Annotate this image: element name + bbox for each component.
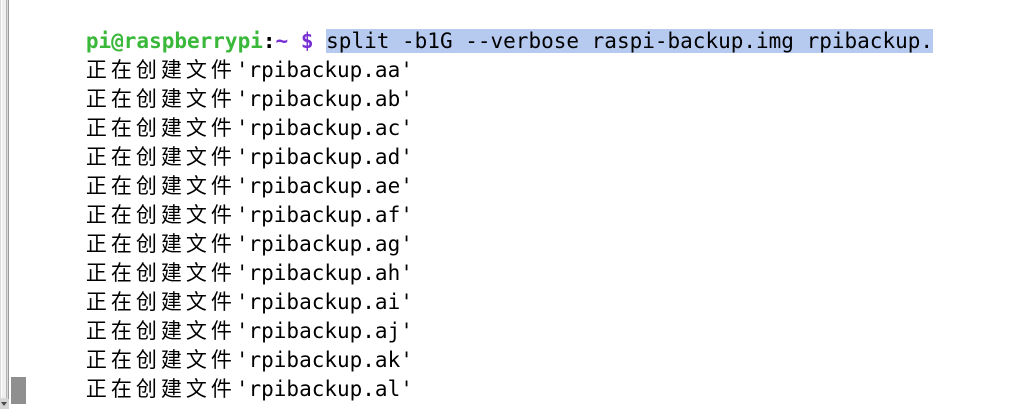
prompt-separator: : [262, 29, 276, 53]
output-line-filename: 'rpibackup.ak' [235, 348, 413, 372]
output-line: 正在创建文件'rpibackup.ad' [10, 114, 413, 169]
terminal-screen[interactable]: pi@raspberrypi:~ $ split -b1G --verbose … [10, 0, 1015, 409]
output-line-filename: 'rpibackup.ab' [235, 87, 413, 111]
command-text[interactable]: split -b1G --verbose raspi-backup.img rp… [326, 29, 934, 53]
output-line-filename: 'rpibackup.al' [235, 377, 413, 401]
output-line-prefix: 正在创建文件 [85, 116, 236, 140]
output-line-prefix: 正在创建文件 [85, 145, 236, 169]
output-line: 正在创建文件'rpibackup.ag' [10, 201, 413, 256]
output-line: 正在创建文件'rpibackup.al' [10, 346, 413, 401]
output-line-prefix: 正在创建文件 [85, 290, 236, 314]
output-line: 正在创建文件'rpibackup.ab' [10, 56, 413, 111]
output-line-prefix: 正在创建文件 [85, 232, 236, 256]
output-line: 正在创建文件'rpibackup.aj' [10, 288, 413, 343]
output-line-prefix: 正在创建文件 [85, 377, 236, 401]
prompt-line: pi@raspberrypi:~ $ split -b1G --verbose … [10, 0, 934, 53]
scrollbar-thumb[interactable] [1, 0, 7, 398]
output-line: 正在创建文件'rpibackup.af' [10, 172, 413, 227]
scroll-down-arrow-icon[interactable] [0, 399, 9, 409]
output-line: 正在创建文件'rpibackup.ak' [10, 317, 413, 372]
output-line-filename: 'rpibackup.aj' [235, 319, 413, 343]
output-line: 正在创建文件'rpibackup.ac' [10, 85, 413, 140]
output-line-filename: 'rpibackup.ad' [235, 145, 413, 169]
output-line-prefix: 正在创建文件 [85, 348, 236, 372]
output-line-filename: 'rpibackup.ac' [235, 116, 413, 140]
output-line-prefix: 正在创建文件 [85, 261, 236, 285]
output-line: 正在创建文件'rpibackup.ah' [10, 230, 413, 285]
prompt-cwd: ~ [275, 29, 289, 53]
output-line-filename: 'rpibackup.ai' [235, 290, 413, 314]
output-line-filename: 'rpibackup.ae' [235, 174, 413, 198]
output-line: 正在创建文件'rpibackup.aa' [10, 27, 413, 82]
output-line-filename: 'rpibackup.af' [235, 203, 413, 227]
text-cursor [11, 377, 26, 404]
output-line-prefix: 正在创建文件 [85, 174, 236, 198]
output-line: 正在创建文件'rpibackup.ae' [10, 143, 413, 198]
prompt-symbol: $ [300, 29, 314, 53]
output-line-filename: 'rpibackup.aa' [235, 58, 413, 82]
output-line-filename: 'rpibackup.ag' [235, 232, 413, 256]
scrollbar[interactable] [0, 0, 9, 409]
output-line-prefix: 正在创建文件 [85, 319, 236, 343]
prompt-user-host: pi@raspberrypi [85, 29, 263, 53]
output-line-prefix: 正在创建文件 [85, 58, 236, 82]
output-line-prefix: 正在创建文件 [85, 87, 236, 111]
output-line-prefix: 正在创建文件 [85, 203, 236, 227]
output-line-filename: 'rpibackup.ah' [235, 261, 413, 285]
output-line: 正在创建文件'rpibackup.ai' [10, 259, 413, 314]
